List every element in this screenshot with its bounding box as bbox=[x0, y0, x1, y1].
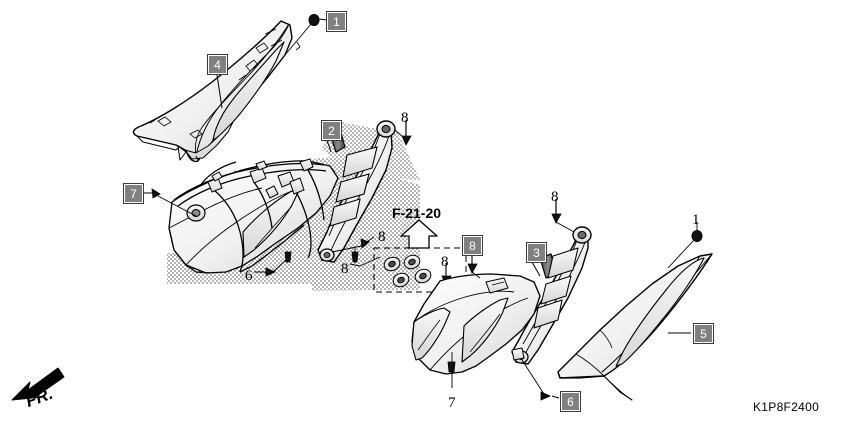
callout-6-bottom[interactable]: 6 bbox=[561, 392, 580, 411]
num-8-upper: 8 bbox=[401, 110, 409, 126]
leader-num-8-center bbox=[331, 236, 375, 253]
leader-num-8-right-upper bbox=[551, 199, 575, 233]
front-direction-arrow bbox=[11, 367, 65, 401]
num-7-bottom: 7 bbox=[448, 395, 456, 411]
num-6-left: 6 bbox=[245, 268, 253, 284]
callout-1-top[interactable]: 1 bbox=[327, 12, 346, 31]
leader-num-6 bbox=[254, 251, 292, 277]
leader-8-to-fender bbox=[471, 271, 481, 279]
callout-5[interactable]: 5 bbox=[694, 324, 713, 343]
bracket-clamps bbox=[207, 158, 314, 199]
num-8-lower-left: 8 bbox=[341, 261, 349, 277]
cross-reference-label[interactable]: F-21-20 bbox=[392, 205, 442, 221]
part-2-inner-panel bbox=[329, 146, 378, 227]
part-4-side-cover-left[interactable] bbox=[132, 20, 293, 161]
num-8-dashbox: 8 bbox=[441, 254, 449, 270]
callout-4[interactable]: 4 bbox=[208, 55, 227, 74]
callout-7-left[interactable]: 7 bbox=[124, 184, 143, 203]
callout-8-mid[interactable]: 8 bbox=[463, 236, 482, 255]
leader-callout-6-bottom bbox=[521, 359, 560, 401]
part-5-side-cover-right[interactable] bbox=[557, 253, 713, 401]
leader-callout-8-mid bbox=[467, 255, 478, 274]
part-4-detail-lines bbox=[149, 28, 301, 139]
part-4-tail-arm[interactable] bbox=[177, 145, 201, 163]
rear-fender-assembly-right[interactable] bbox=[411, 273, 541, 375]
leader-num-7-bottom bbox=[447, 352, 456, 388]
num-8-right-upper: 8 bbox=[551, 189, 559, 205]
leader-callout-4 bbox=[216, 74, 223, 109]
leader-callout-7-left bbox=[144, 188, 197, 217]
callout-3[interactable]: 3 bbox=[527, 243, 546, 262]
leader-callout-2 bbox=[326, 139, 332, 153]
diagram-code: K1P8F2400 bbox=[753, 400, 820, 414]
callout-2[interactable]: 2 bbox=[322, 121, 341, 140]
part-5-bolt-leader bbox=[667, 222, 703, 269]
leader-num-8-lower-left bbox=[349, 246, 381, 267]
leader-callout-3 bbox=[531, 261, 541, 277]
grommet-reference-box bbox=[373, 219, 467, 293]
num-8-center: 8 bbox=[378, 229, 386, 245]
part-4-bolt-leader bbox=[284, 14, 328, 56]
leader-num-8-upper bbox=[394, 120, 412, 146]
num-1-right: 1 bbox=[692, 212, 700, 228]
